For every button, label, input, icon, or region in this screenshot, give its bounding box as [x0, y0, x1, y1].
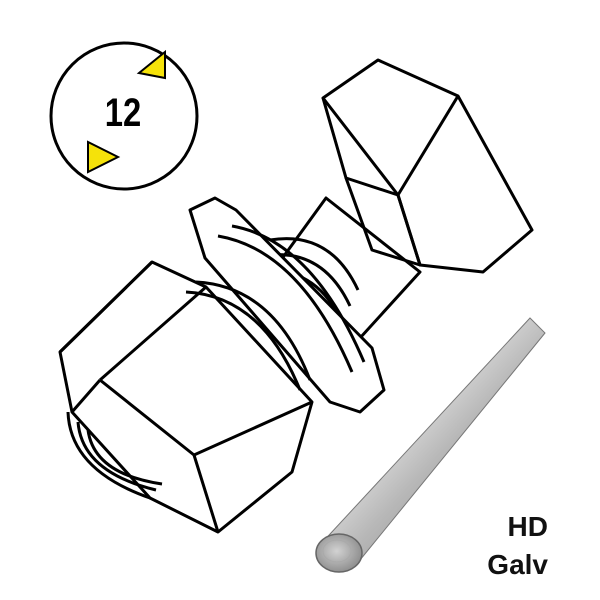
size-arrow-icon	[87, 140, 121, 174]
size-arrow-icon	[136, 49, 166, 80]
nut-illustration	[58, 260, 314, 534]
size-badge-icon	[49, 41, 199, 191]
finish-label: HD Galv	[487, 508, 548, 584]
washer-illustration	[188, 196, 386, 414]
finish-line-2: Galv	[487, 549, 548, 580]
size-label: 12	[104, 91, 142, 135]
finish-line-1: HD	[507, 511, 548, 542]
threaded-rod-image	[315, 317, 546, 573]
